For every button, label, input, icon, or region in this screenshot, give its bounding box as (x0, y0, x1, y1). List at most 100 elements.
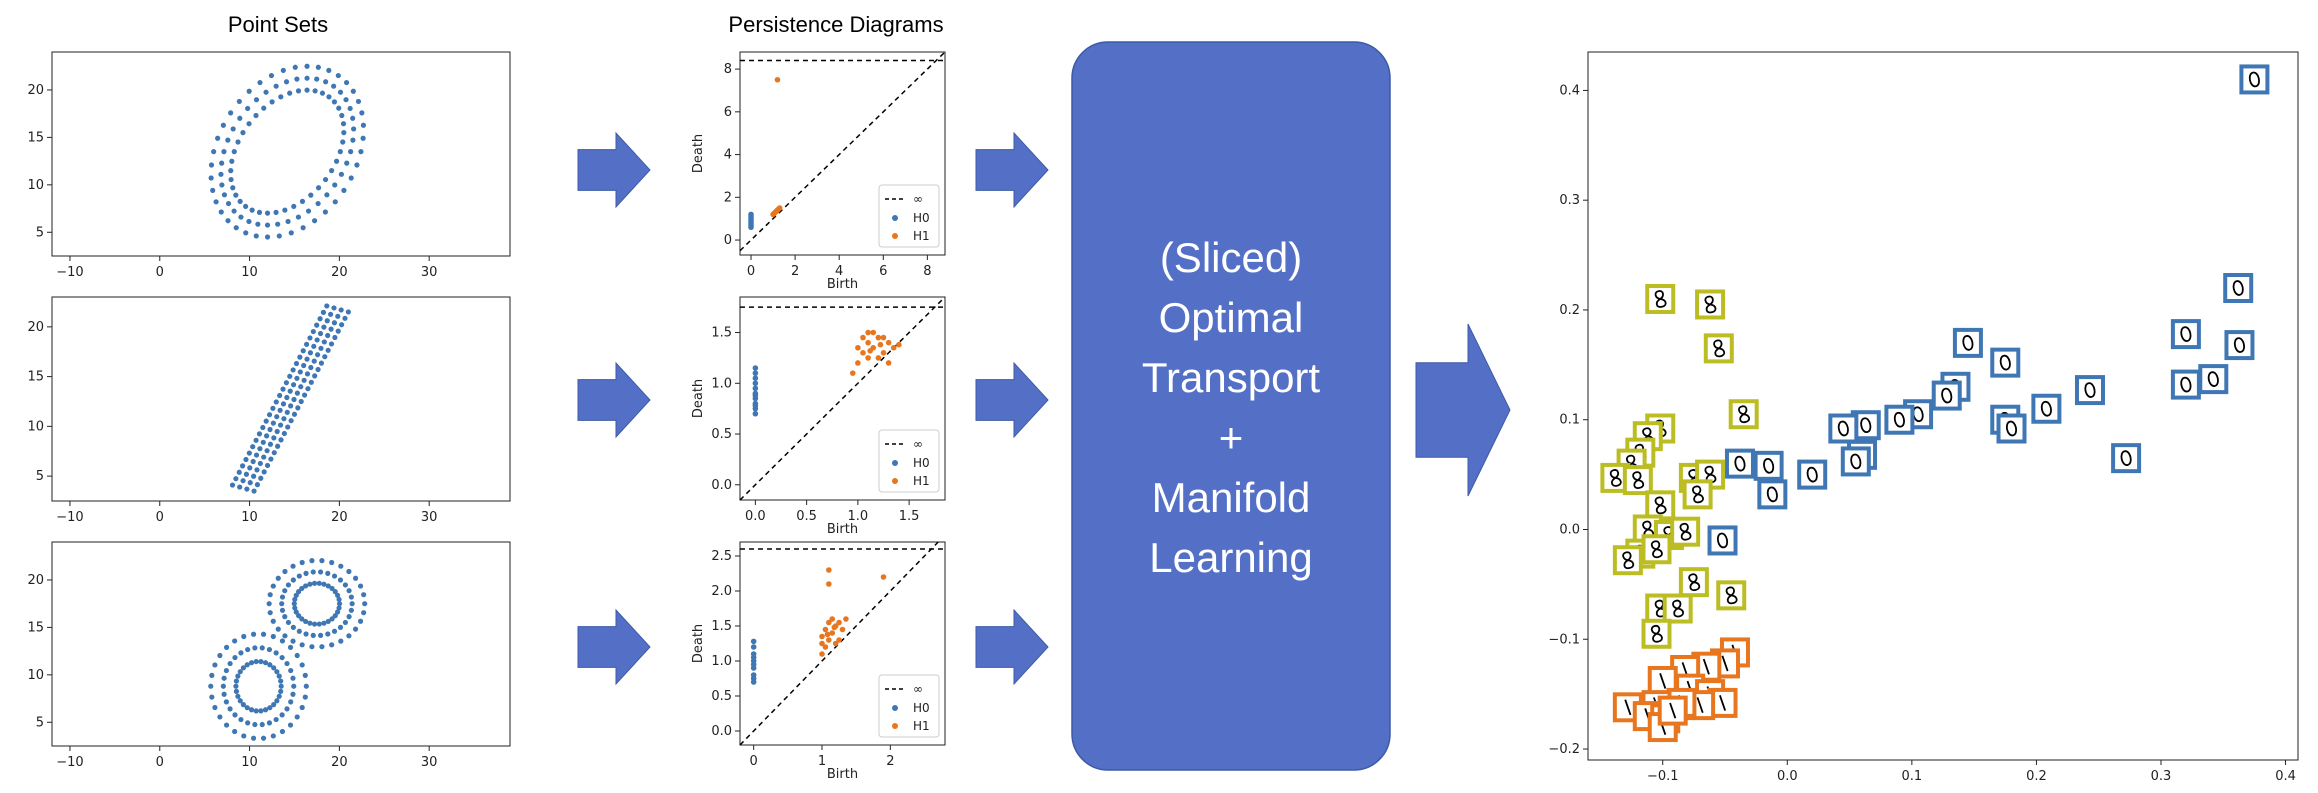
pointset-1-point (208, 175, 214, 181)
pointset-2-point (264, 462, 271, 469)
pointset-1-point (308, 192, 314, 198)
pointset-1-point (350, 115, 356, 121)
pd-2-h0-point (752, 380, 759, 387)
pointset-1-point (332, 199, 338, 205)
pointset-3-point (258, 658, 264, 665)
pointset-1-point (236, 98, 242, 105)
pointset-2-xtick-label: 0 (156, 510, 164, 525)
pointset-1-point (331, 83, 337, 89)
pointset-1-point (213, 199, 219, 205)
pd-1-xtick-label: 8 (923, 264, 931, 279)
pointset-2-point (325, 332, 331, 339)
pointset-3-point (259, 645, 265, 651)
pointset-1-point (339, 112, 345, 119)
embedding-ytick-label: 0.1 (1559, 413, 1580, 428)
pointset-2-point (254, 482, 261, 488)
pointset-3-point (276, 693, 282, 699)
pointset-3-point (223, 699, 229, 705)
arrow-pd-to-method-1 (975, 131, 1049, 209)
pointset-1-point (350, 88, 356, 94)
pd-1-xtick-label: 6 (879, 264, 887, 279)
pointset-1-xtick-label: 0 (156, 265, 164, 280)
embedding-digit-frame (2170, 369, 2201, 400)
embedding-digit-0 (2031, 393, 2062, 424)
pointset-3-point (270, 618, 276, 624)
pointset-1-xtick-label: 10 (241, 265, 258, 280)
pointset-3-point (325, 631, 331, 637)
pd-2-h1-point (865, 329, 871, 336)
pointset-1-point (229, 158, 235, 164)
pointset-1-point (322, 176, 329, 183)
pointset-1-point (269, 99, 275, 105)
pointset-2-point (290, 367, 296, 373)
pointset-3-point (309, 644, 315, 650)
pointset-3-point (262, 660, 269, 666)
pd-3-diagonal (739, 541, 939, 746)
pointset-1-point (315, 64, 321, 70)
pd-3-h1-point (822, 626, 829, 633)
pd-1-legend-h1-swatch (892, 233, 898, 239)
pointset-1-point (208, 162, 215, 168)
pointset-1-point (359, 110, 365, 116)
pd-2-h0-point (752, 410, 759, 417)
pd-2-h0-point (752, 402, 759, 409)
pointset-3-point (310, 632, 316, 638)
pointset-3-point (329, 559, 335, 566)
pointset-3-point (278, 688, 284, 694)
pointset-1-point (348, 175, 354, 181)
pointset-3-xtick-label: −10 (56, 755, 83, 770)
pointset-3-point (303, 570, 309, 576)
pointset-3-point (223, 644, 230, 650)
embedding-digit-frame (1990, 347, 2021, 378)
embedding-digit-frame (2223, 273, 2254, 303)
embedding-digit-8 (1662, 593, 1693, 624)
pointset-2-point (291, 396, 297, 403)
pointset-2-point (307, 335, 313, 341)
pd-2-h1-point (896, 341, 902, 348)
pd-1-frame (739, 51, 946, 256)
pointset-1-point (221, 192, 228, 198)
pointset-3-point (288, 667, 294, 674)
pointset-1-point (243, 203, 249, 210)
pointset-3-point (237, 698, 243, 704)
pd-2-xtick-label: 1.5 (899, 509, 920, 524)
pointset-2-point (237, 484, 243, 490)
pointset-2-point (314, 322, 320, 328)
pointset-2-point (294, 390, 300, 396)
pointset-3-point (357, 583, 364, 589)
embedding-digit-glyph (1766, 486, 1778, 503)
pointset-2-point (261, 469, 267, 475)
embedding-xtick-label: 0.4 (2275, 769, 2296, 784)
pd-1-legend-h0-swatch (892, 215, 898, 221)
pd-2-h1-point (890, 344, 897, 351)
pointset-3-point (336, 605, 342, 611)
method-box-line-6: Learning (1149, 534, 1312, 581)
pd-1-h0-point (748, 218, 754, 224)
pointset-3-point (248, 707, 255, 713)
pd-2-xtick-label: 1.0 (848, 509, 869, 524)
pointset-2-point (308, 364, 314, 371)
pointset-2-point (311, 343, 317, 349)
pointset-2-point (297, 369, 303, 375)
arrow-pointset-to-pd-3 (577, 608, 651, 686)
pointset-2-point (257, 460, 263, 467)
pointset-3-point (217, 652, 223, 659)
pointset-2-point (324, 318, 330, 324)
pd-3-h1-point (822, 644, 829, 650)
pointset-1-point (246, 88, 252, 94)
pointset-3-point (232, 638, 238, 644)
pointset-2-point (270, 420, 276, 426)
pointset-1-point (230, 126, 236, 132)
pointset-1-point (323, 79, 329, 85)
pointset-3-point (285, 619, 292, 626)
pointset-3-point (275, 575, 281, 581)
pointset-1-point (231, 149, 237, 155)
pd-2-h1-point (880, 350, 887, 356)
pointset-3-point (253, 658, 259, 665)
pointset-3-point (310, 569, 316, 575)
pd-1-xtick-label: 4 (835, 264, 843, 279)
embedding-digit-glyph (2005, 420, 2018, 437)
pointset-1-point (287, 90, 293, 96)
